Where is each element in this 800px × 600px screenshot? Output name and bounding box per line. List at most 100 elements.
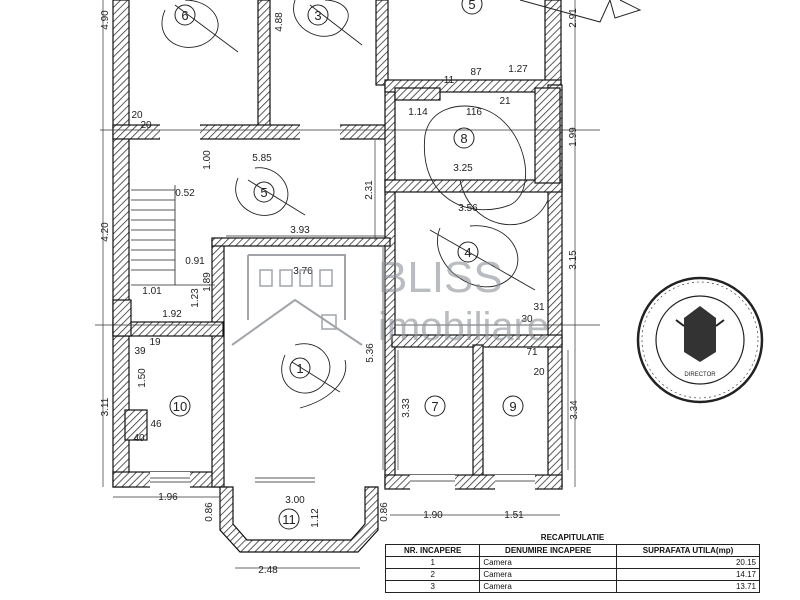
dim-3-25: 3.25 bbox=[453, 163, 473, 174]
wall-room6-3 bbox=[257, 0, 271, 131]
walls bbox=[112, 0, 563, 553]
recap-cell-nr: 3 bbox=[384, 580, 481, 593]
room-number-circle bbox=[174, 4, 196, 26]
bliss-watermark: BLISS imobiliare bbox=[231, 253, 549, 349]
dim-11: 11 bbox=[444, 75, 455, 86]
wall-room8-left-pier bbox=[394, 87, 441, 101]
room-number-circle bbox=[502, 395, 524, 417]
room-number-7: 7 bbox=[431, 399, 438, 414]
dim-3-15: 3.15 bbox=[568, 250, 579, 270]
room-number-5: 5 bbox=[260, 185, 267, 200]
recap-caption: RECAPITULATIE bbox=[540, 533, 605, 542]
dim-5-85: 5.85 bbox=[252, 153, 272, 164]
wall-top-horizontal bbox=[112, 124, 389, 140]
room-number-circle bbox=[461, 0, 483, 15]
room-number-9: 9 bbox=[509, 399, 516, 414]
recap-header-name: DENUMIRE INCAPERE bbox=[479, 544, 618, 557]
room-number-circle bbox=[307, 4, 329, 26]
table-row: 2 Camera 14.17 bbox=[384, 568, 760, 581]
watermark-sub: imobiliare bbox=[378, 305, 549, 349]
dim-2-91: 2.91 bbox=[568, 8, 579, 28]
dim-4-90: 4.90 bbox=[100, 10, 111, 30]
dim-31: 31 bbox=[533, 302, 545, 313]
room-number-1: 1 bbox=[296, 361, 303, 376]
recap-cell-nr: 2 bbox=[384, 568, 481, 581]
dim-3-34: 3.34 bbox=[569, 400, 580, 420]
recap-cell-nr: 1 bbox=[384, 556, 481, 569]
stairs bbox=[131, 185, 215, 286]
dim-4-20: 4.20 bbox=[100, 222, 111, 242]
room-number-11: 11 bbox=[282, 512, 296, 527]
dim-1-14: 1.14 bbox=[408, 107, 428, 118]
dim-1-51: 1.51 bbox=[504, 510, 524, 521]
dim-1-00: 1.00 bbox=[202, 150, 213, 170]
room-number-circle bbox=[253, 181, 275, 203]
table-row: 3 Camera 13.71 bbox=[384, 580, 760, 593]
openings bbox=[150, 124, 535, 490]
wall-room8-bottom bbox=[384, 179, 563, 193]
room-number-circle bbox=[278, 508, 300, 530]
dim-1-50: 1.50 bbox=[137, 368, 148, 388]
opening-lines bbox=[150, 477, 535, 483]
watermark-brand: BLISS bbox=[378, 253, 503, 302]
dim-1-99: 1.99 bbox=[568, 127, 579, 147]
dim-2-48: 2.48 bbox=[258, 565, 278, 576]
stamp-center-text: DIRECTOR bbox=[684, 372, 716, 378]
table-row: 1 Camera 20.15 bbox=[384, 556, 760, 569]
wall-center-vertical bbox=[211, 239, 225, 488]
dim-1-23: 1.23 bbox=[190, 288, 201, 308]
dim-0-52: 0.52 bbox=[175, 188, 195, 199]
wall-stair-bottom bbox=[112, 299, 132, 337]
dim-0-91: 0.91 bbox=[185, 256, 205, 267]
dim-1-27: 1.27 bbox=[508, 64, 528, 75]
wall-room1-top bbox=[211, 237, 391, 247]
room-number-circle bbox=[457, 241, 479, 263]
dim-19: 19 bbox=[149, 337, 161, 348]
recap-header-nr: NR. INCAPERE bbox=[384, 544, 481, 557]
dim-20-right: 20 bbox=[533, 367, 545, 378]
official-stamp-icon: DIRECTOR bbox=[636, 276, 764, 404]
wall-room3-5 bbox=[375, 0, 389, 86]
dim-2-31: 2.31 bbox=[364, 180, 375, 200]
dim-0-86-right: 0.86 bbox=[379, 502, 390, 522]
room-number-8: 8 bbox=[460, 131, 467, 146]
dim-1-01: 1.01 bbox=[142, 286, 162, 297]
north-arrow-icon bbox=[519, 0, 642, 23]
room-number-circle bbox=[424, 395, 446, 417]
dim-3-56: 3.56 bbox=[458, 203, 478, 214]
dim-5-36: 5.36 bbox=[365, 343, 376, 363]
balcony-wall bbox=[219, 486, 379, 553]
room-number-4: 4 bbox=[464, 245, 471, 260]
dim-1-12: 1.12 bbox=[310, 508, 321, 528]
room-number-10: 10 bbox=[173, 399, 187, 414]
dim-87: 87 bbox=[470, 67, 482, 78]
room-number-6: 6 bbox=[181, 8, 188, 23]
dim-30: 30 bbox=[521, 314, 533, 325]
wall-room8-right-pier bbox=[534, 87, 561, 184]
recap-table: RECAPITULATIE NR. INCAPERE DENUMIRE INCA… bbox=[384, 532, 760, 593]
room-number-circle bbox=[169, 395, 191, 417]
wall-room7-9 bbox=[472, 344, 484, 486]
dim-3-00: 3.00 bbox=[285, 495, 305, 506]
dim-1-89: 1.89 bbox=[202, 272, 213, 292]
recap-cell-name: Camera bbox=[479, 556, 618, 569]
dim-46: 46 bbox=[150, 419, 162, 430]
room-number-circle bbox=[453, 127, 475, 149]
dim-4-88: 4.88 bbox=[274, 12, 285, 32]
dim-116: 116 bbox=[466, 107, 482, 118]
dim-3-33: 3.33 bbox=[401, 398, 412, 418]
wall-room10-pier bbox=[124, 409, 148, 441]
dimension-lines bbox=[95, 0, 600, 569]
dim-1-90: 1.90 bbox=[423, 510, 443, 521]
hand-drawn-marks bbox=[161, 0, 549, 409]
recap-cell-area: 20.15 bbox=[616, 556, 760, 569]
recap-header-row: NR. INCAPERE DENUMIRE INCAPERE SUPRAFATA… bbox=[384, 544, 760, 557]
room-number-3: 3 bbox=[314, 8, 321, 23]
dim-1-92: 1.92 bbox=[162, 309, 182, 320]
recap-header-area: SUPRAFATA UTILA(mp) bbox=[616, 544, 760, 557]
dimension-texts: 4.90 4.88 2.91 4.20 1.99 3.15 3.11 5.36 … bbox=[100, 8, 580, 576]
outer-wall-right-top bbox=[544, 0, 562, 86]
dim-40: 40 bbox=[133, 433, 145, 444]
